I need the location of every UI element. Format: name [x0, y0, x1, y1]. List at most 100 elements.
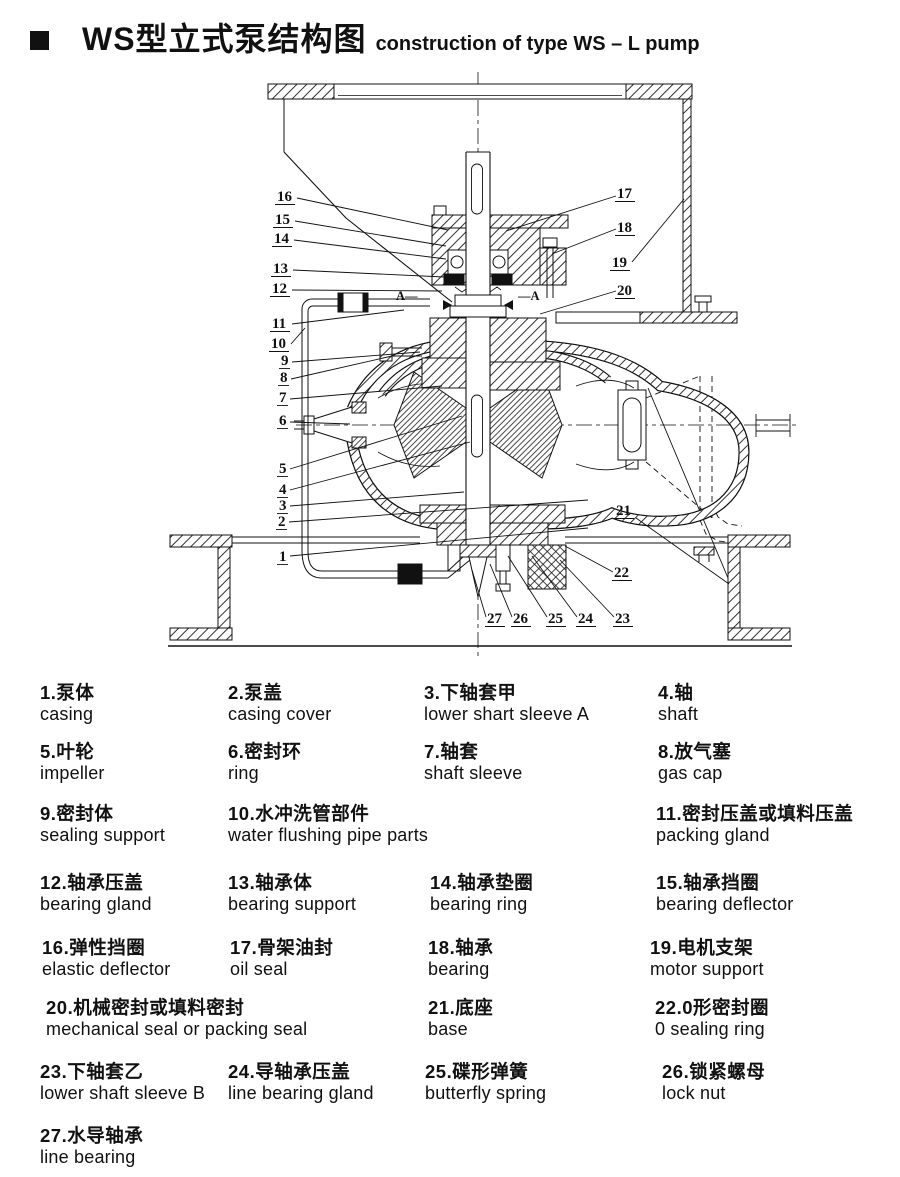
callout-number: 16 — [277, 189, 293, 205]
part-label-en: lower shaft sleeve B — [40, 1083, 206, 1103]
callout-number: 1 — [279, 549, 287, 565]
part-label-en: impeller — [40, 763, 105, 783]
part-label-en: lower shart sleeve A — [424, 704, 590, 724]
leader-line — [291, 289, 443, 292]
part-label-zh: 19.电机支架 — [650, 937, 754, 958]
leader-line — [551, 228, 617, 255]
callout-number: 20 — [617, 283, 632, 299]
leader-line — [291, 351, 421, 363]
motor-support-structure — [267, 83, 738, 324]
callout-number: 25 — [548, 611, 563, 627]
callout-17: 17 — [505, 186, 635, 232]
callout-number: 10 — [271, 336, 286, 352]
base — [168, 534, 792, 647]
callout-number: 21 — [616, 503, 631, 519]
leader-line — [290, 327, 306, 345]
part-label-zh: 8.放气塞 — [658, 741, 732, 762]
pipe-union-nut — [397, 563, 423, 585]
leader-line — [289, 491, 465, 507]
callout-6: 6 — [277, 413, 351, 429]
leader-line — [293, 239, 447, 260]
part-label-en: mechanical seal or packing seal — [46, 1019, 308, 1039]
callout-1: 1 — [277, 527, 589, 565]
part-label-zh: 21.底座 — [428, 997, 494, 1018]
callout-number: 5 — [279, 461, 287, 477]
leader-line — [289, 421, 351, 425]
leader-line — [559, 559, 615, 618]
shaft-coupling — [443, 294, 513, 318]
part-label-zh: 26.锁紧螺母 — [662, 1061, 766, 1082]
part-label-zh: 17.骨架油封 — [230, 937, 334, 958]
part-label-en: bearing support — [228, 894, 357, 914]
part-label-en: bearing gland — [40, 894, 152, 914]
page-title: WS型立式泵结构图 construction of type WS – L pu… — [30, 14, 700, 60]
leader-line — [289, 415, 463, 470]
leader-line — [290, 355, 393, 380]
callout-number: 26 — [513, 611, 529, 627]
callout-10: 10 — [269, 327, 306, 352]
title-chinese: WS型立式泵结构图 — [82, 21, 367, 57]
part-label-zh: 24.导轴承压盖 — [228, 1061, 351, 1082]
callout-23: 23 — [559, 559, 633, 627]
callout-layer: 1615141312111098765432117181920212223242… — [269, 186, 730, 627]
part-label-en: shaft sleeve — [424, 763, 523, 783]
seal-ring — [351, 401, 367, 414]
part-label-zh: 27.水导轴承 — [40, 1125, 144, 1146]
callout-15: 15 — [273, 212, 447, 247]
part-label-zh: 5.叶轮 — [40, 741, 95, 762]
callout-number: 17 — [617, 186, 633, 202]
callout-5: 5 — [277, 415, 463, 477]
part-label-en: lock nut — [662, 1083, 726, 1103]
part-label-zh: 3.下轴套甲 — [424, 682, 517, 703]
leader-line — [296, 197, 449, 231]
callout-16: 16 — [275, 189, 449, 231]
oil-seal — [443, 273, 465, 286]
section-mark: —A — [517, 289, 540, 303]
callout-11: 11 — [270, 309, 405, 332]
part-label-zh: 1.泵体 — [40, 682, 95, 703]
callout-number: 22 — [614, 565, 629, 581]
suction-nozzle — [294, 401, 367, 449]
callout-number: 9 — [281, 353, 289, 369]
callout-number: 3 — [279, 498, 287, 514]
shaft — [465, 151, 491, 557]
callout-18: 18 — [551, 220, 635, 255]
part-label-en: packing gland — [656, 825, 770, 845]
part-label-en: 0 sealing ring — [655, 1019, 765, 1039]
leader-line — [294, 220, 447, 247]
callout-25: 25 — [507, 555, 566, 627]
callout-3: 3 — [277, 491, 465, 514]
ball-bearing — [450, 255, 464, 269]
part-label-en: ring — [228, 763, 259, 783]
callout-number: 27 — [487, 611, 503, 627]
leader-line — [489, 563, 513, 618]
callout-27: 27 — [471, 569, 505, 627]
part-label-zh: 15.轴承挡圈 — [656, 872, 760, 893]
part-label-zh: 12.轴承压盖 — [40, 872, 144, 893]
leader-line — [288, 499, 589, 523]
leader-line — [635, 517, 730, 585]
leader-line — [292, 269, 445, 278]
part-label-en: oil seal — [230, 959, 288, 979]
part-label-en: line bearing gland — [228, 1083, 374, 1103]
part-label-zh: 11.密封压盖或填料压盖 — [656, 803, 854, 824]
leader-line — [507, 555, 548, 618]
part-label-zh: 9.密封体 — [40, 803, 114, 824]
callout-26: 26 — [489, 563, 531, 627]
part-label-zh: 20.机械密封或填料密封 — [46, 997, 245, 1018]
leader-line — [471, 569, 487, 618]
